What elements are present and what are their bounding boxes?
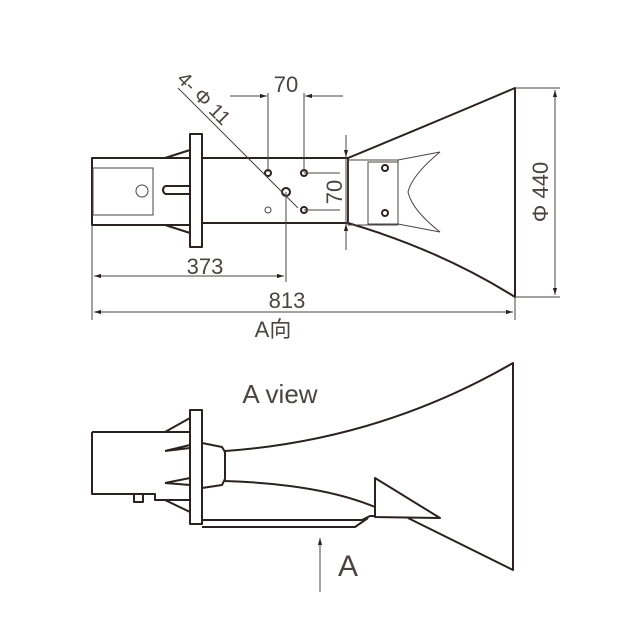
flange-plate: [189, 133, 203, 248]
fork-bracket: [397, 151, 441, 233]
dim-70-v-label: 70: [322, 180, 347, 204]
dim-373-label: 373: [187, 254, 224, 279]
holes-label: 4- Φ 11: [172, 68, 234, 130]
dim-813: 813: [94, 288, 513, 315]
horn-upper-mouth: [224, 362, 514, 571]
bracket-plate: [202, 515, 375, 528]
dim-70-vertical: 70: [304, 135, 349, 250]
fins: [162, 149, 191, 234]
dim-813-label: 813: [269, 288, 306, 313]
nut: [133, 493, 144, 503]
dim-440-label: Φ 440: [528, 162, 553, 222]
horn-lower: [224, 480, 376, 508]
top-view-label: A向: [255, 317, 292, 342]
horn-body: [347, 87, 516, 298]
dim-70-horizontal: 70: [230, 72, 343, 172]
side-view-label: A view: [242, 379, 317, 409]
side-view: A view A: [91, 362, 514, 592]
dim-70-h-label: 70: [274, 72, 298, 97]
mount-plate: [347, 159, 399, 226]
fins: [164, 417, 191, 513]
housing-inner: [92, 167, 154, 216]
housing-hole: [135, 184, 149, 198]
dim-440: Φ 440: [515, 87, 560, 298]
view-arrow-label: A: [338, 550, 358, 583]
dim-373: 373: [91, 192, 516, 320]
flange-plate: [189, 409, 203, 525]
top-view: 70 70 4- Φ 11 Φ 440 373 813 A向: [91, 68, 560, 342]
fork-bracket: [374, 477, 441, 519]
mount-plate-inner: [367, 161, 399, 225]
throat: [201, 442, 226, 489]
housing-tube: [91, 431, 190, 501]
